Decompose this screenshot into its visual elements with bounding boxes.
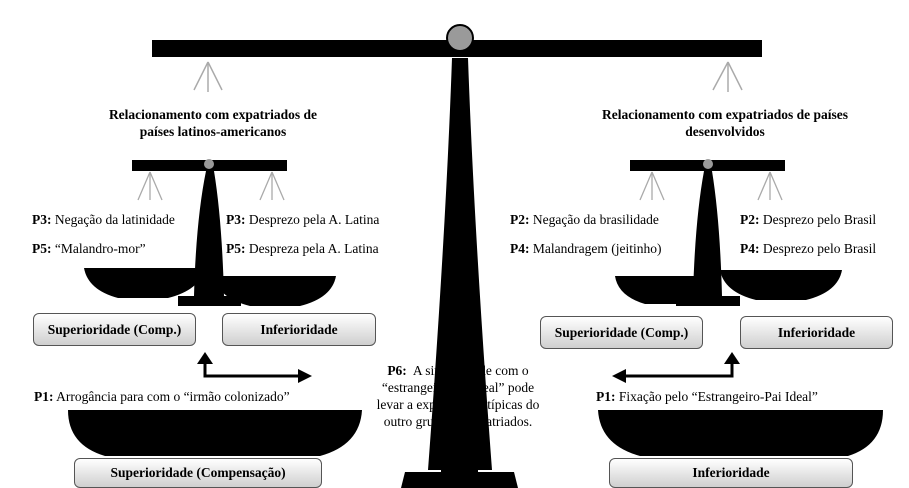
arrow-left-group xyxy=(203,362,300,378)
main-base xyxy=(401,456,518,488)
code-label: P5: xyxy=(32,241,52,256)
item-text: Arrogância para com o “irmão colonizado” xyxy=(53,389,290,404)
left-pan-right-item-1: P3: Desprezo pela A. Latina xyxy=(226,212,379,228)
right-pan-right-item-1: P2: Desprezo pelo Brasil xyxy=(740,212,876,228)
item-text: Desprezo pelo Brasil xyxy=(759,212,877,227)
arrow-left-right-head xyxy=(298,369,312,383)
right-pan-right-item-2: P4: Desprezo pelo Brasil xyxy=(740,241,876,257)
item-text: Desprezo pelo Brasil xyxy=(759,241,877,256)
left-pan-right-item-2: P5: Despreza pela A. Latina xyxy=(226,241,379,257)
main-pan-right xyxy=(598,410,883,456)
center-line4: outro grupo de expatriados. xyxy=(383,414,533,429)
left-box-superioridade: Superioridade (Comp.) xyxy=(33,313,196,346)
item-text: Negação da latinidade xyxy=(51,212,175,227)
item-text: Negação da brasilidade xyxy=(529,212,659,227)
item-text: “Malandro-mor” xyxy=(51,241,146,256)
center-note: P6: A similaridade com o “estrangeiro-pa… xyxy=(358,362,558,430)
left-group-title: Relacionamento com expatriados de países… xyxy=(72,106,354,140)
center-line1-text: A similaridade com o xyxy=(406,363,529,378)
center-line1: P6: A similaridade com o xyxy=(358,362,558,379)
arrow-right-group xyxy=(624,362,734,378)
main-pillar xyxy=(428,58,492,470)
small-scale-left xyxy=(84,159,336,306)
center-line2: “estrangeiro-pai ideal” pode xyxy=(381,380,535,395)
left-pan-left-item-1: P3: Negação da latinidade xyxy=(32,212,175,228)
right-box-superioridade: Superioridade (Comp.) xyxy=(540,316,703,349)
arrow-right-left-head xyxy=(612,369,626,383)
main-strings-right xyxy=(712,61,743,92)
arrow-left-up-head xyxy=(197,352,213,364)
code-label: P3: xyxy=(32,212,52,227)
item-text: Fixação pelo “Estrangeiro-Pai Ideal” xyxy=(615,389,818,404)
code-label: P1: xyxy=(596,389,616,404)
right-pan-left-item-2: P4: Malandragem (jeitinho) xyxy=(510,241,661,257)
arrow-right-up-head xyxy=(724,352,740,364)
code-label: P5: xyxy=(226,241,246,256)
left-title-line2: países latinos-americanos xyxy=(139,124,287,139)
code-label: P4: xyxy=(740,241,760,256)
main-pan-left xyxy=(68,410,362,456)
code-label: P4: xyxy=(510,241,530,256)
code-label: P3: xyxy=(226,212,246,227)
code-label: P2: xyxy=(510,212,530,227)
left-title-line1: Relacionamento com expatriados de xyxy=(108,107,318,122)
right-bottom-item: P1: Fixação pelo “Estrangeiro-Pai Ideal” xyxy=(596,389,818,405)
right-bottom-box: Inferioridade xyxy=(609,458,853,488)
item-text: Desprezo pela A. Latina xyxy=(245,212,380,227)
left-bottom-box: Superioridade (Compensação) xyxy=(74,458,322,488)
right-title-line1: Relacionamento com expatriados de países xyxy=(602,107,848,122)
right-pan-left-item-1: P2: Negação da brasilidade xyxy=(510,212,659,228)
center-line3: levar a experiências típicas do xyxy=(376,397,540,412)
center-code: P6: xyxy=(387,363,407,378)
right-title-line2: desenvolvidos xyxy=(685,124,765,139)
item-text: Malandragem (jeitinho) xyxy=(529,241,662,256)
right-group-title: Relacionamento com expatriados de países… xyxy=(560,106,890,140)
code-label: P1: xyxy=(34,389,54,404)
left-pan-left-item-2: P5: “Malandro-mor” xyxy=(32,241,146,257)
left-box-inferioridade: Inferioridade xyxy=(222,313,376,346)
code-label: P2: xyxy=(740,212,760,227)
left-bottom-item: P1: Arrogância para com o “irmão coloniz… xyxy=(34,389,290,405)
small-scale-right xyxy=(615,159,842,306)
right-box-inferioridade: Inferioridade xyxy=(740,316,893,349)
pivot-icon xyxy=(446,24,474,52)
main-strings-left xyxy=(193,61,223,92)
item-text: Despreza pela A. Latina xyxy=(245,241,379,256)
